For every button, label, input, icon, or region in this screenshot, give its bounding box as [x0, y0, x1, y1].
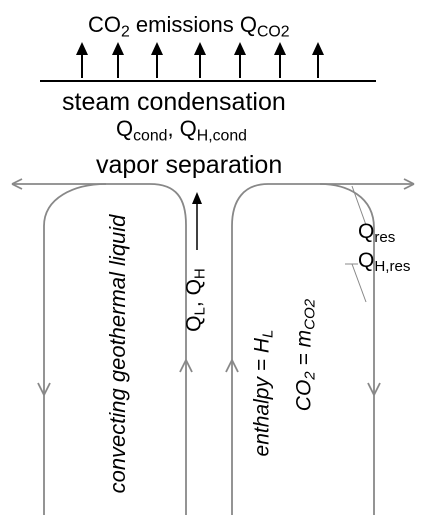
enthalpy-label: enthalpy = HL	[250, 329, 277, 457]
right-convection-loop	[225, 178, 415, 515]
reservoir-enthalpy-label: QH,res	[358, 249, 411, 276]
reservoir-leader-lines	[345, 185, 367, 303]
middle-flux-arrow	[192, 192, 202, 250]
emission-arrowhead	[234, 42, 246, 55]
co2-mass-label: CO2 = mCO2	[292, 298, 319, 412]
emission-arrowhead	[274, 42, 286, 55]
reservoir-heat-label: Qres	[358, 220, 396, 247]
vapor-separation-title: vapor separation	[96, 151, 283, 179]
emission-arrowhead	[194, 42, 206, 55]
middle-flux-label: QL, QH	[182, 268, 209, 332]
steam-condensation-title: steam condensation	[62, 88, 286, 116]
co2-emissions-label: CO2 emissions QCO2	[88, 12, 290, 41]
left-convection-loop	[11, 178, 193, 515]
convecting-liquid-label: convecting geothermal liquid	[105, 214, 130, 494]
emission-arrowhead	[76, 42, 88, 55]
emission-arrowhead	[151, 42, 163, 55]
emission-arrowhead	[312, 42, 324, 55]
co2-emission-arrows	[76, 42, 324, 78]
condensation-heat-label: Qcond, QH,cond	[116, 116, 247, 145]
emission-arrowhead	[112, 42, 124, 55]
